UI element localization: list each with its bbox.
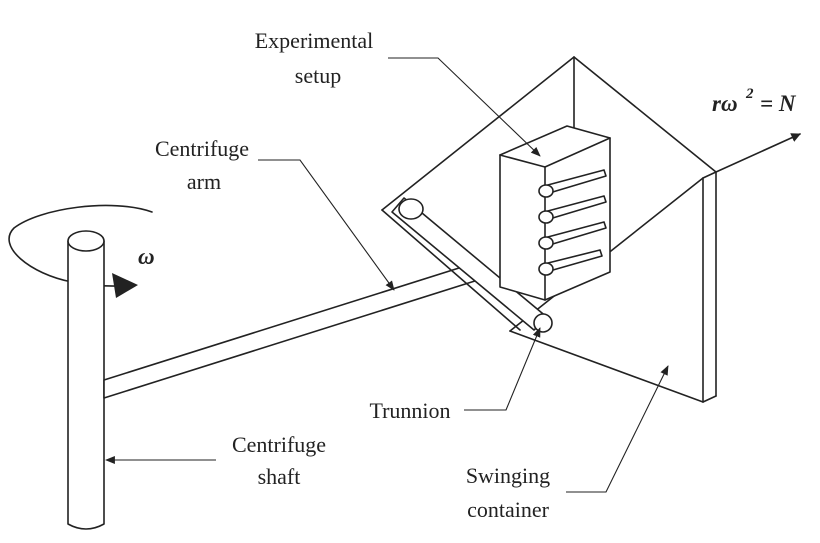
rotation-arrowhead [112, 273, 138, 298]
equation-r-omega: rω [712, 91, 738, 116]
label-centrifuge-shaft-line1: Centrifuge [232, 432, 326, 457]
centrifuge-arm [103, 261, 479, 399]
label-centrifuge-shaft-line2: shaft [258, 464, 301, 489]
label-trunnion: Trunnion [369, 398, 450, 423]
equation-label: rω 2 = N [712, 86, 797, 116]
force-arrow [715, 133, 801, 173]
specimen-tubes [538, 169, 607, 276]
label-omega: ω [138, 244, 155, 269]
specimen-tube [538, 249, 603, 276]
trunnion [533, 313, 553, 333]
swinging-container [381, 56, 717, 403]
leader-centrifuge-arm [258, 159, 395, 291]
specimen-tube [538, 169, 607, 198]
label-swinging-container-line2: container [467, 497, 550, 522]
label-centrifuge-arm-line2: arm [187, 169, 221, 194]
specimen-tube [538, 195, 607, 224]
specimen-tube [538, 221, 607, 250]
label-swinging-container-line1: Swinging [466, 463, 550, 488]
label-centrifuge-arm-line1: Centrifuge [155, 136, 249, 161]
equation-equals-n: = N [760, 91, 797, 116]
centrifuge-shaft [67, 230, 105, 530]
equation-exponent: 2 [745, 86, 754, 102]
leader-swinging-container [566, 365, 669, 493]
label-experimental-setup-line2: setup [295, 63, 341, 88]
leader-trunnion [464, 327, 541, 411]
leader-experimental-setup [388, 57, 541, 157]
label-experimental-setup-line1: Experimental [255, 28, 374, 53]
